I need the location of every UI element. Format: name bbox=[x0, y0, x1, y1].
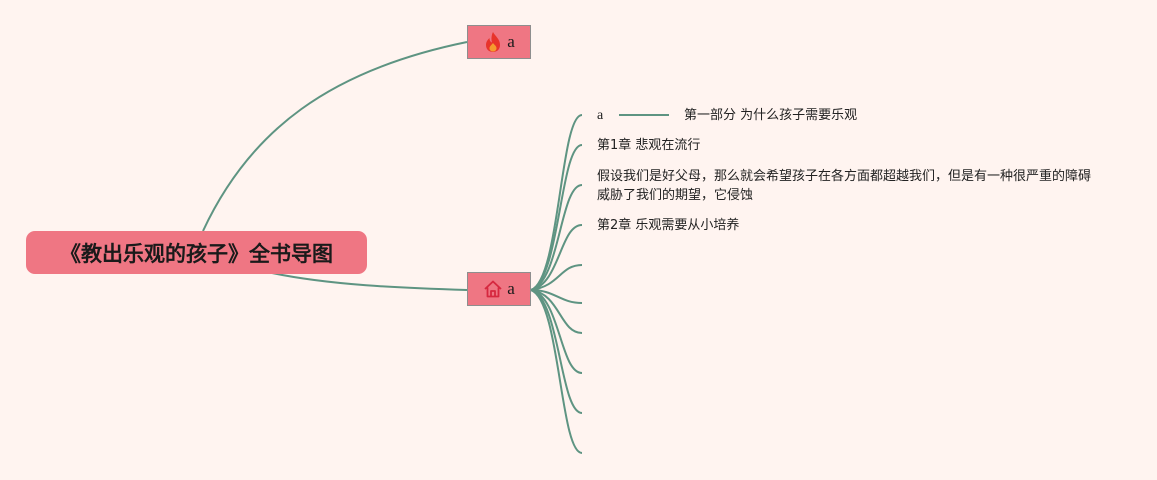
leaf-a[interactable]: a bbox=[597, 108, 604, 123]
root-node[interactable]: 《教出乐观的孩子》全书导图 bbox=[26, 231, 367, 274]
root-title: 《教出乐观的孩子》全书导图 bbox=[60, 241, 333, 266]
edge-to-leaf-3 bbox=[530, 184, 583, 291]
edge-to-leaf-2 bbox=[530, 144, 583, 291]
home-icon bbox=[484, 280, 502, 298]
edge-to-slot-5 bbox=[530, 264, 583, 291]
branch-node-main[interactable]: a bbox=[467, 272, 531, 306]
edge-root-to-main-branch bbox=[271, 272, 468, 291]
edge-to-slot-8 bbox=[530, 289, 583, 374]
branch-main-label: a bbox=[507, 279, 515, 298]
leaf-chapter-1[interactable]: 第1章 悲观在流行 bbox=[597, 138, 701, 153]
leaf-paragraph[interactable]: 假设我们是好父母，那么就会希望孩子在各方面都超越我们，但是有一种很严重的障碍威胁… bbox=[597, 169, 1092, 203]
fire-icon bbox=[486, 32, 501, 52]
branch-node-top[interactable]: a bbox=[467, 25, 531, 59]
edge-to-leaf-4 bbox=[530, 224, 583, 291]
edge-to-slot-7 bbox=[530, 289, 583, 334]
leaf-part-one[interactable]: 第一部分 为什么孩子需要乐观 bbox=[684, 108, 858, 123]
leaf-chapter-2[interactable]: 第2章 乐观需要从小培养 bbox=[597, 218, 740, 233]
edge-to-slot-10 bbox=[530, 289, 583, 454]
edge-root-to-top-branch bbox=[202, 41, 468, 232]
branch-top-label: a bbox=[507, 32, 515, 51]
